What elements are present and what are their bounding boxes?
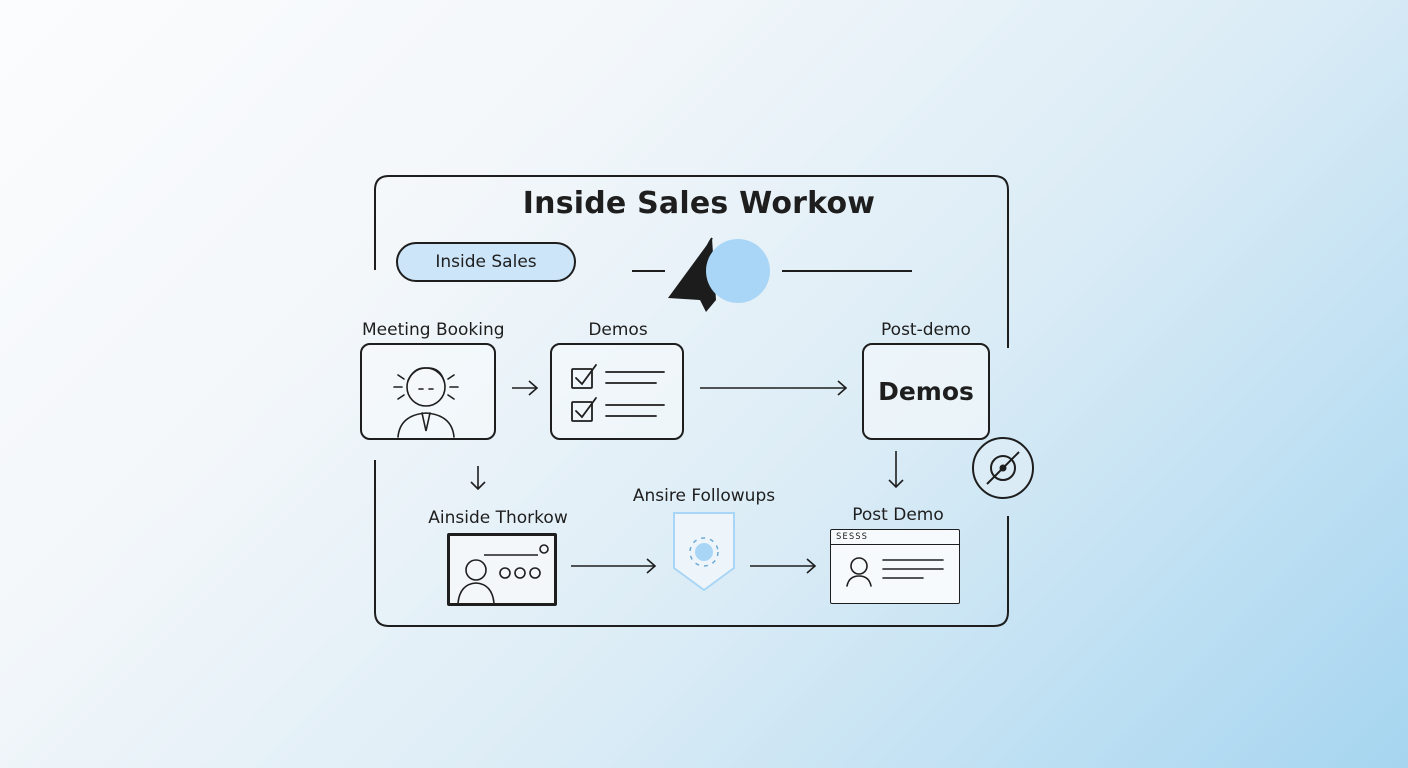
label-post-demo-top: Post-demo: [881, 320, 971, 340]
post-demo-box[interactable]: Demos: [862, 343, 990, 440]
logo-icon: [668, 237, 770, 312]
arrow-booking-down: [470, 466, 486, 491]
label-ansire-followups: Ansire Followups: [632, 486, 776, 506]
video-call-icon: [457, 544, 549, 604]
profile-card-box[interactable]: SESSS: [830, 529, 960, 604]
video-call-box[interactable]: [447, 533, 557, 606]
label-post-demo-bottom: Post Demo: [852, 505, 944, 525]
profile-card-icon: [846, 557, 944, 587]
arrow-shield-to-card: [750, 558, 817, 574]
checklist-icon: [571, 364, 665, 422]
arrow-video-to-shield: [571, 558, 657, 574]
compass-icon: [972, 437, 1034, 499]
arrow-postdemo-down: [888, 451, 904, 489]
person-icon: [393, 367, 459, 438]
inside-sales-pill[interactable]: Inside Sales: [396, 242, 576, 282]
demos-checklist-box[interactable]: [550, 343, 684, 440]
arrow-booking-to-demos: [512, 380, 539, 396]
arrow-demos-to-postdemo: [700, 380, 848, 396]
frame-top-left: [374, 175, 1009, 348]
label-ainside-thorkow: Ainside Thorkow: [428, 508, 568, 528]
label-meeting-booking: Meeting Booking: [362, 320, 505, 340]
shield-icon[interactable]: [670, 510, 740, 594]
meeting-booking-box[interactable]: [360, 343, 496, 440]
label-demos: Demos: [588, 320, 648, 340]
diagram-title: Inside Sales Workow: [522, 186, 876, 221]
card-header: SESSS: [831, 530, 959, 545]
frame-bottom: [374, 460, 1009, 627]
